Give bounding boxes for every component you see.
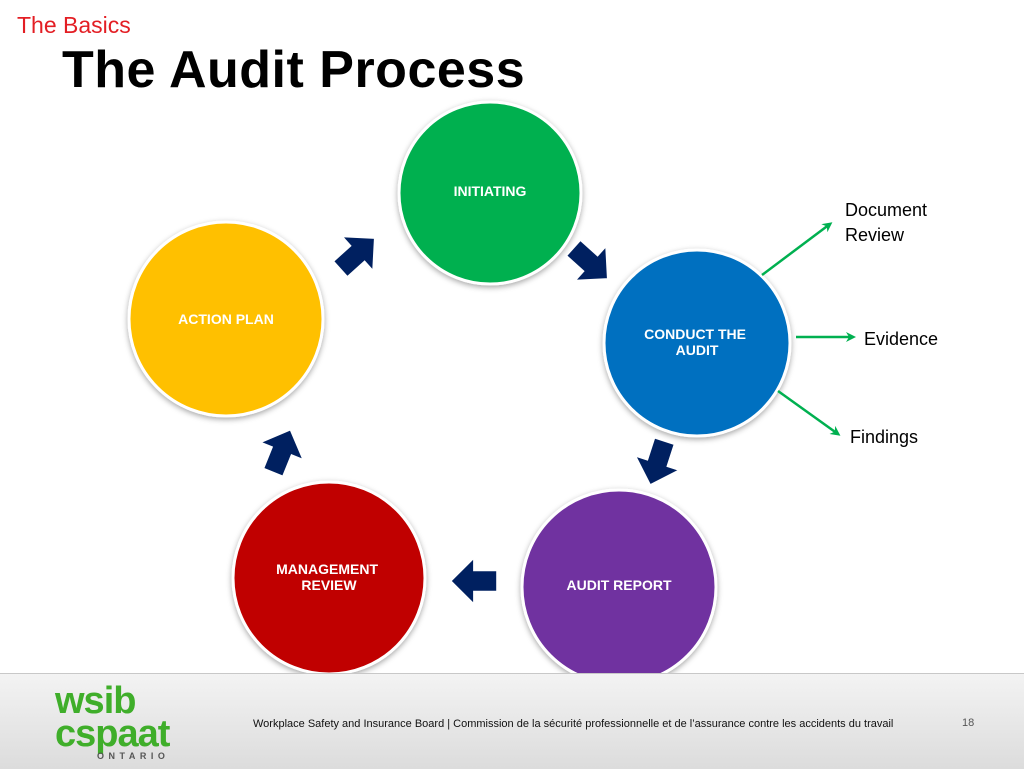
cycle-arrow-action-to-initiating (332, 235, 376, 278)
footer-bar (0, 673, 1024, 769)
node-management-label-line1: MANAGEMENT (276, 561, 378, 577)
node-audit-report: AUDIT REPORT (520, 488, 718, 673)
node-management-review: MANAGEMENT REVIEW (231, 480, 427, 673)
branch-arrow-findings (777, 389, 841, 436)
branch-arrow-document-review (761, 222, 833, 276)
cycle-arrow-management-to-action (258, 428, 305, 478)
logo-line-wsib: wsib (55, 680, 136, 722)
svg-text:MANAGEMENT REVIEW: MANAGEMENT REVIEW (276, 561, 382, 593)
audit-process-diagram: INITIATING CONDUCT THE AUDIT AUDIT REPOR… (127, 100, 938, 673)
logo-line-cspaat: cspaat (55, 712, 170, 755)
cycle-arrow-initiating-to-conduct (565, 239, 609, 282)
cycle-arrow-conduct-to-report (633, 436, 682, 487)
logo-line-ontario: ONTARIO (97, 751, 170, 762)
node-action-label: ACTION PLAN (178, 311, 274, 327)
branch-label-document-line1: Document (845, 200, 927, 220)
svg-text:INITIATING: INITIATING (454, 183, 527, 199)
node-management-circle (231, 480, 427, 673)
footer-text: Workplace Safety and Insurance Board | C… (253, 718, 894, 730)
branch-label-evidence: Evidence (864, 329, 938, 349)
node-management-label-line2: REVIEW (301, 577, 357, 593)
svg-text:ACTION PLAN: ACTION PLAN (178, 311, 274, 327)
wsib-logo: wsib cspaat ONTARIO (55, 680, 195, 762)
node-conduct-the-audit: CONDUCT THE AUDIT (602, 248, 792, 438)
node-initiating-circle (397, 100, 583, 286)
node-report-label: AUDIT REPORT (567, 577, 672, 593)
section-label: The Basics (17, 12, 131, 38)
node-conduct-label-line2: AUDIT (676, 342, 719, 358)
node-action-circle (127, 220, 325, 418)
node-conduct-circle (602, 248, 792, 438)
svg-text:Findings: Findings (850, 427, 918, 447)
node-conduct-label-line1: CONDUCT THE (644, 326, 746, 342)
svg-text:AUDIT REPORT: AUDIT REPORT (567, 577, 672, 593)
svg-text:Document Review: Document Review (845, 200, 932, 245)
node-action-plan: ACTION PLAN (127, 220, 325, 418)
page-number: 18 (962, 717, 975, 729)
branch-label-findings: Findings (850, 427, 918, 447)
cycle-arrow-report-to-management (449, 555, 498, 607)
node-report-circle (520, 488, 718, 673)
node-initiating: INITIATING (397, 100, 583, 286)
svg-text:CONDUCT THE AUDIT: CONDUCT THE AUDIT (644, 326, 750, 358)
node-initiating-label: INITIATING (454, 183, 527, 199)
slide-title: The Audit Process (62, 41, 526, 99)
branch-label-document-line2: Review (845, 225, 905, 245)
svg-text:Evidence: Evidence (864, 329, 938, 349)
